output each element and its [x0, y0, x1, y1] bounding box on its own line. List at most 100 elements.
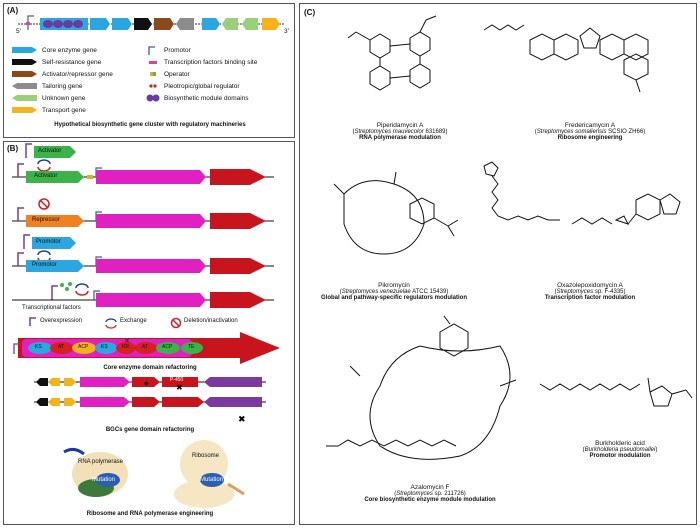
unknown-arrow-1	[222, 18, 238, 30]
legend-label: Pleotropic/global regulator	[164, 82, 240, 90]
oxazolepoxidomycin-structure	[483, 161, 681, 225]
compound-name: Pikromycin	[378, 282, 410, 289]
rna-polymerase-label: RNA polymerase	[78, 459, 124, 465]
panel-b-label: (B)	[7, 144, 19, 153]
strain: SCSIO ZH66	[606, 129, 644, 135]
tf-binding-site-icon	[149, 61, 157, 64]
organism: Burkholderia pseudomallei	[584, 447, 656, 453]
legend-label: Biosynthetic module domains	[164, 94, 249, 102]
unknown-arrow-2	[242, 18, 258, 30]
promotor-label-top: Promotor	[36, 239, 61, 245]
bgc-caption: BGCs gene domain refactoring	[105, 427, 195, 433]
legend-self-resistance: Self-resistance gene	[12, 58, 101, 66]
activator-label: Activator	[34, 173, 58, 179]
tf-label: Transcriptional factors	[22, 305, 81, 311]
organism: Streptomyces	[556, 289, 594, 295]
organism: Streptomyces mauvecolor	[354, 129, 424, 135]
domain-acp-1: ACP	[78, 344, 89, 350]
legend-label: Transcription factors binding site	[164, 58, 258, 66]
panel-b: (B)	[3, 141, 295, 525]
transport-arrow	[262, 18, 280, 30]
legend-activator: Activator/repressor gene	[12, 70, 113, 78]
modulation: Transcription factor modulation	[544, 295, 636, 301]
legend-core-enzyme: Core enzyme gene	[12, 46, 97, 54]
panel-a-label: (A)	[7, 6, 19, 15]
legend-module-domains: Biosynthetic module domains	[146, 94, 249, 102]
organism: Streptomyces	[396, 491, 433, 497]
gray-arrow-icon	[12, 83, 37, 89]
regulator-icon	[149, 84, 157, 88]
compound-piperidamycin: Piperidamycin A (Streptomyces mauvecolor…	[340, 122, 460, 141]
ribosome-label: Ribosome	[192, 453, 220, 459]
legend-transport: Transport gene	[12, 106, 86, 114]
legend-operator: Operator	[146, 70, 190, 78]
legend-label: Self-resistance gene	[42, 58, 102, 66]
legend-overexpression: Overexpression	[40, 318, 83, 324]
mutation-label-2: Mutation	[200, 477, 224, 483]
three-prime-label: 3'	[284, 28, 289, 35]
p450-label: P-450	[170, 377, 184, 383]
strain: sp. F-4335	[593, 289, 624, 295]
mutation-label-1: Mutation	[92, 477, 116, 483]
legend-tailoring: Tailoring gene	[12, 82, 82, 90]
core-gene-arrow-1	[90, 18, 110, 30]
organism: Streptomyces somaliensis	[536, 129, 607, 135]
activator-arrow	[154, 18, 174, 30]
ribosome-polymerase-diagram	[63, 440, 245, 508]
legend-label: Tailoring gene	[42, 82, 83, 90]
promotor-label: Promotor	[32, 262, 57, 268]
core-gene-arrow-2	[112, 18, 132, 30]
compound-name: Azalomycin F	[410, 484, 450, 491]
legend-label: Transport gene	[42, 106, 86, 114]
regulation-diagram: ✕	[12, 143, 280, 364]
modulation: Core biosynthetic enzyme module modulati…	[364, 497, 496, 503]
green-arrow-icon	[12, 95, 37, 101]
legend-label: Unknown gene	[42, 94, 86, 102]
compound-name: Burkholderic acid	[595, 440, 645, 447]
ribosome-caption: Ribosome and RNA polymerase engineering	[86, 511, 214, 517]
svg-text:✕: ✕	[124, 338, 130, 345]
legend-label: Activator/repressor gene	[42, 70, 113, 78]
svg-text:✖: ✖	[176, 383, 183, 392]
operator-icon	[150, 72, 156, 76]
self-resistance-arrow	[134, 18, 152, 30]
modulation: Promotor modulation	[589, 453, 651, 459]
svg-text:◆: ◆	[144, 381, 149, 387]
burkholderic-acid-structure	[539, 377, 693, 407]
legend-regulator: Pleotropic/global regulator	[146, 82, 240, 90]
azalomycin-structure	[326, 315, 517, 460]
repressor-label: Repressor	[32, 217, 60, 223]
strain: ATCC 15439	[410, 289, 447, 295]
module-domain-icon	[146, 94, 160, 102]
tailoring-arrow-2	[202, 18, 220, 30]
legend-exchange: Exchange	[120, 318, 147, 324]
strain: 631689	[423, 129, 446, 135]
modulation: Global and pathway-specific regulators m…	[320, 295, 468, 301]
legend-label: Operator	[164, 70, 190, 78]
tailoring-arrow	[176, 18, 194, 30]
yellow-arrow-icon	[12, 107, 37, 113]
svg-text:✖: ✖	[238, 414, 246, 424]
domain-ks-1: KS	[35, 344, 42, 350]
panel-c-label: (C)	[304, 8, 316, 17]
core-enzyme-gene-block	[40, 18, 88, 30]
fredericamycin-structure	[483, 24, 649, 93]
compound-name: Oxazolepoxidomycin A	[557, 282, 623, 289]
domain-ks-2: KS	[101, 344, 108, 350]
legend-deletion: Deletion/inactivation	[184, 318, 238, 324]
promoter-icon	[27, 15, 34, 30]
panel-a-caption: Hypothetical biosynthetic gene cluster w…	[54, 122, 246, 128]
strain: sp. 211726	[432, 491, 464, 497]
compound-fredericamycin: Frederica­mycin A (Streptomyces somalien…	[490, 122, 690, 141]
brown-arrow-icon	[12, 71, 37, 77]
compound-name: Piperidamycin A	[376, 122, 424, 129]
organism: Streptomyces venezuelae	[341, 289, 411, 295]
compound-azalomycin: Azalomycin F (Streptomyces sp. 211726) C…	[340, 484, 520, 503]
modulation: Ribosome engineering	[557, 135, 623, 141]
legend-label: Promotor	[164, 47, 191, 54]
compound-oxazolepoxidomycin: Oxazolepoxidomycin A (Streptomyces sp. F…	[500, 282, 680, 301]
domain-acp-2: ACP	[162, 344, 173, 350]
domain-at-2: AT	[142, 344, 149, 350]
right-arrow-icon	[12, 47, 37, 53]
legend-label: Core enzyme gene	[42, 46, 97, 54]
